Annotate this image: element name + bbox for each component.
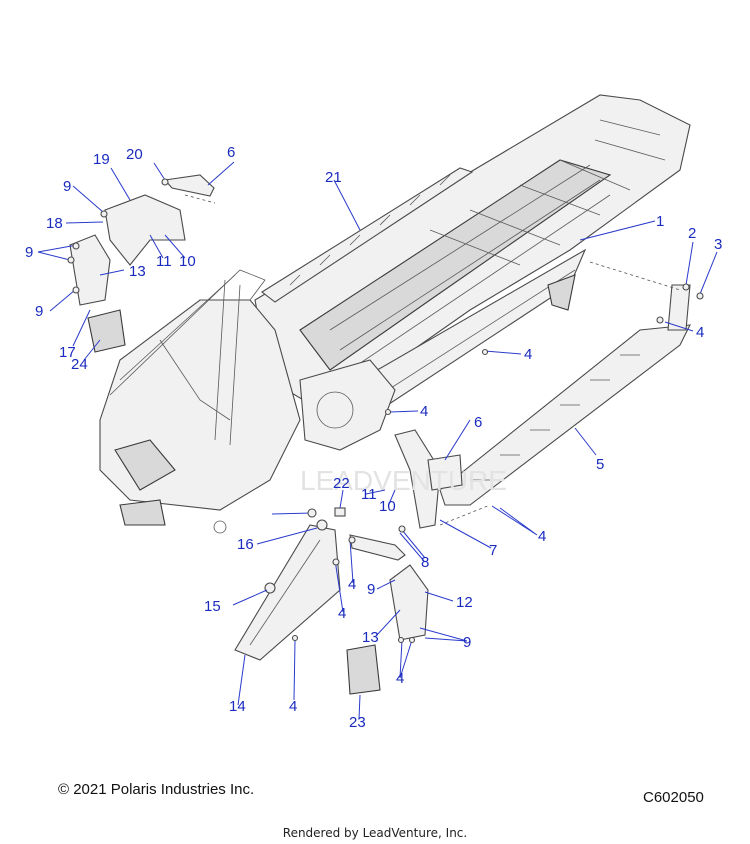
callout-13: 13 xyxy=(362,629,379,646)
part-16-fastener xyxy=(316,519,328,531)
callout-4: 4 xyxy=(348,576,356,593)
callout-20: 20 xyxy=(126,146,143,163)
callout-14: 14 xyxy=(229,698,246,715)
callout-4: 4 xyxy=(396,670,404,687)
part-6-handle-lower xyxy=(427,454,463,491)
callout-12: 12 xyxy=(456,594,473,611)
part-8-strap xyxy=(349,534,406,561)
callout-5: 5 xyxy=(596,456,604,473)
callout-10: 10 xyxy=(379,498,396,515)
part-22-clip xyxy=(334,507,346,517)
callout-9: 9 xyxy=(63,178,71,195)
chassis-tunnel xyxy=(254,94,691,411)
part-19-bracket-left xyxy=(104,194,186,266)
callout-11: 11 xyxy=(361,486,377,503)
callout-8: 8 xyxy=(421,554,429,571)
diagram-code: C602050 xyxy=(643,789,704,806)
callout-21: 21 xyxy=(325,169,342,186)
leader-lines xyxy=(37,161,718,720)
callout-4: 4 xyxy=(524,346,532,363)
callout-19: 19 xyxy=(93,151,110,168)
callout-9: 9 xyxy=(463,634,471,651)
part-24-pad-left xyxy=(87,309,126,353)
part-23-pad-right xyxy=(346,644,381,695)
callout-13: 13 xyxy=(129,263,146,280)
callout-10: 10 xyxy=(179,253,196,270)
callout-9: 9 xyxy=(35,303,43,320)
callout-4: 4 xyxy=(289,698,297,715)
callout-labels: 1 2 3 4 4 4 4 4 4 4 4 5 6 6 7 8 9 9 9 9 … xyxy=(25,144,722,731)
callout-6: 6 xyxy=(227,144,235,161)
rendered-by-credit: Rendered by LeadVenture, Inc. xyxy=(282,826,468,840)
callout-22: 22 xyxy=(333,475,350,492)
callout-1: 1 xyxy=(656,213,664,230)
callout-9: 9 xyxy=(367,581,375,598)
callout-11: 11 xyxy=(156,253,172,270)
callout-6: 6 xyxy=(474,414,482,431)
callout-4: 4 xyxy=(696,324,704,341)
callout-9: 9 xyxy=(25,244,33,261)
callout-4: 4 xyxy=(538,528,546,545)
callout-2: 2 xyxy=(688,225,696,242)
part-5-running-board xyxy=(439,284,691,506)
part-12-cover-right xyxy=(389,564,429,641)
callout-24: 24 xyxy=(71,356,88,373)
watermark-text: LEADVENTURE xyxy=(300,465,507,496)
callout-7: 7 xyxy=(489,542,497,559)
callout-18: 18 xyxy=(46,215,63,232)
callout-23: 23 xyxy=(349,714,366,731)
callout-17: 17 xyxy=(59,344,76,361)
part-15-fastener xyxy=(264,582,276,594)
callout-4: 4 xyxy=(420,403,428,420)
part-6-handle-top xyxy=(163,174,215,197)
callout-3: 3 xyxy=(714,236,722,253)
part-7-bracket-right xyxy=(394,429,441,529)
part-13-cover-left xyxy=(69,234,111,306)
callout-16: 16 xyxy=(237,536,254,553)
fasteners xyxy=(67,178,704,644)
front-bulkhead-frame xyxy=(99,269,396,534)
copyright-text: © 2021 Polaris Industries Inc. xyxy=(58,781,255,798)
callout-4: 4 xyxy=(338,605,346,622)
part-21-side-rail xyxy=(261,167,474,303)
callout-15: 15 xyxy=(204,598,221,615)
